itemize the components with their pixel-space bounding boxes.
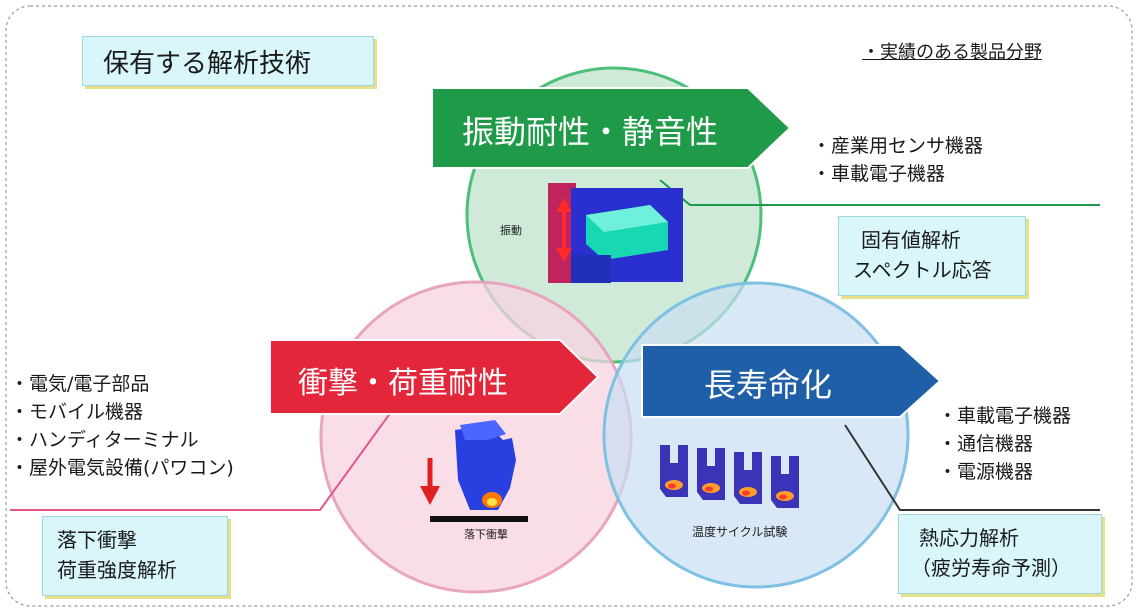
- impact-caption: 落下衝撃: [464, 528, 508, 541]
- vibration-arrow-banner: [431, 87, 792, 169]
- thermal-cycle-image: [660, 445, 799, 508]
- drop-impact-image: [420, 420, 528, 522]
- longevity-products: ・車載電子機器 ・通信機器 ・電源機器: [938, 402, 1071, 486]
- impact-analysis-box: 落下衝撃 荷重強度解析: [42, 516, 228, 596]
- analysis-line: 荷重強度解析: [57, 558, 177, 582]
- list-item: ・電気/電子部品: [10, 373, 150, 395]
- list-item: ・屋外電気設備(パワコン): [10, 457, 234, 479]
- list-item: ・車載電子機器: [938, 405, 1072, 427]
- longevity-connector: [844, 424, 1100, 511]
- impact-connector: [10, 371, 421, 511]
- vibration-products: ・産業用センサ機器 ・車載電子機器: [812, 132, 983, 188]
- longevity-analysis-box: 熱応力解析 （疲労寿命予測）: [898, 514, 1102, 594]
- vibration-title: 振動耐性・静音性: [462, 113, 719, 151]
- list-item: ・産業用センサ機器: [812, 135, 984, 157]
- list-item: ・ハンディターミナル: [10, 429, 199, 451]
- analysis-line: 落下衝撃: [57, 528, 137, 552]
- impact-arrow-banner: [269, 339, 600, 415]
- list-item: ・モバイル機器: [10, 401, 144, 423]
- longevity-circle: [602, 281, 910, 589]
- product-field-label: ・実績のある製品分野: [862, 42, 1042, 63]
- longevity-title: 長寿命化: [704, 366, 833, 404]
- page-title-box: 保有する解析技術: [82, 36, 374, 86]
- list-item: ・通信機器: [938, 433, 1034, 455]
- analysis-line: （疲労寿命予測）: [911, 556, 1071, 580]
- page-title: 保有する解析技術: [103, 49, 312, 79]
- analysis-line: 熱応力解析: [919, 526, 1019, 550]
- longevity-caption: 温度サイクル試験: [692, 525, 788, 539]
- list-item: ・車載電子機器: [812, 163, 946, 185]
- vibration-analysis-box: 固有値解析 スペクトル応答: [838, 216, 1026, 296]
- analysis-line: 固有値解析: [861, 228, 961, 252]
- outer-frame: [5, 5, 1133, 607]
- vibration-simulation-image: [548, 183, 683, 283]
- vibration-caption: 振動: [500, 224, 522, 237]
- analysis-line: スペクトル応答: [853, 258, 992, 282]
- impact-title: 衝撃・荷重耐性: [298, 366, 508, 401]
- longevity-arrow-banner: [641, 344, 942, 418]
- list-item: ・電源機器: [938, 461, 1034, 483]
- impact-products: ・電気/電子部品 ・モバイル機器 ・ハンディターミナル ・屋外電気設備(パワコン…: [10, 370, 234, 482]
